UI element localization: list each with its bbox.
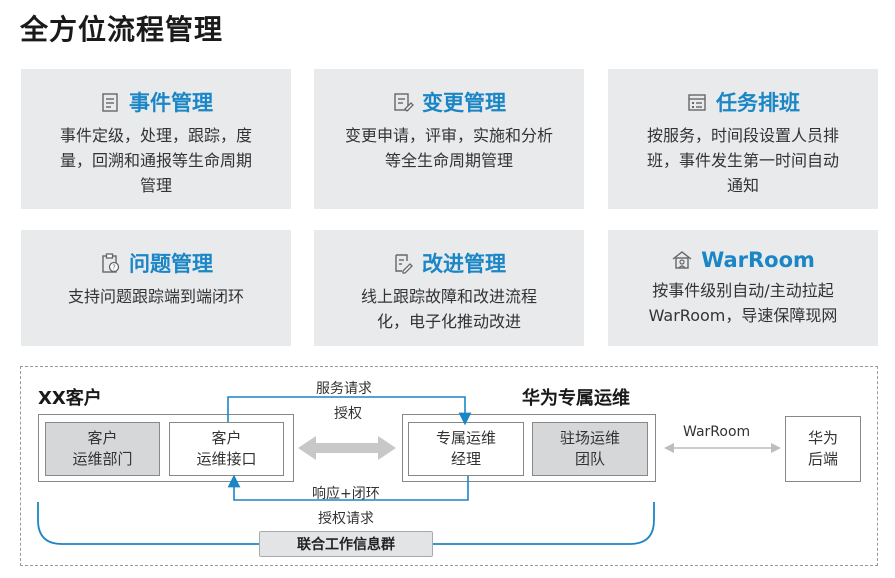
label-authorize: 授权 (334, 406, 362, 422)
node-customer-ops: 客户运维部门 (45, 422, 160, 476)
node-customer-interface: 客户运维接口 (169, 422, 284, 476)
card-problem-management: ? 问题管理 支持问题跟踪端到端闭环 (21, 230, 291, 346)
card-title: 任务排班 (716, 91, 800, 115)
svg-text:?: ? (112, 264, 116, 272)
document-list-icon (102, 93, 118, 112)
card-description: 事件定级，处理，跟踪，度量，回溯和通报等生命周期管理 (59, 126, 252, 195)
card-incident-management: 事件管理 事件定级，处理，跟踪，度量，回溯和通报等生命周期管理 (21, 69, 291, 209)
page-title: 全方位流程管理 (20, 13, 224, 46)
pencil-document-icon (395, 254, 413, 274)
node-onsite-team: 驻场运维团队 (532, 422, 648, 476)
card-change-management: 变更管理 变更申请，评审，实施和分析等全生命周期管理 (314, 69, 584, 209)
edit-document-icon (394, 93, 414, 112)
card-task-scheduling: 任务排班 按服务，时间段设置人员排班，事件发生第一时间自动通知 (608, 69, 878, 209)
card-title: 事件管理 (129, 91, 213, 115)
card-description: 变更申请，评审，实施和分析等全生命周期管理 (344, 126, 553, 170)
huawei-group-label: 华为专属运维 (522, 388, 630, 409)
process-diagram-frame (20, 366, 878, 566)
card-title: WarRoom (701, 248, 815, 272)
shared-work-group: 联合工作信息群 (259, 531, 433, 557)
warroom-house-icon (672, 251, 692, 269)
customer-group-label: XX客户 (38, 388, 102, 409)
node-dedicated-manager: 专属运维经理 (408, 422, 524, 476)
double-gray-arrow (298, 436, 396, 460)
label-response-close: 响应+闭环 (312, 486, 380, 502)
card-description: 支持问题跟踪端到端闭环 (67, 287, 244, 306)
label-warroom: WarRoom (683, 424, 751, 440)
card-title: 问题管理 (129, 252, 213, 276)
label-authorize-request: 授权请求 (318, 511, 374, 527)
card-description: 线上跟踪故障和改进流程化，电子化推动改进 (360, 287, 537, 331)
response-close-arrow (227, 474, 469, 501)
clipboard-question-icon: ? (102, 253, 120, 273)
card-title: 改进管理 (422, 252, 506, 276)
label-service-request: 服务请求 (316, 381, 372, 397)
node-huawei-backend: 华为后端 (785, 416, 861, 482)
schedule-icon (688, 94, 706, 111)
service-request-arrow (227, 396, 472, 426)
card-description: 按服务，时间段设置人员排班，事件发生第一时间自动通知 (646, 126, 839, 195)
card-improvement-management: 改进管理 线上跟踪故障和改进流程化，电子化推动改进 (314, 230, 584, 346)
card-title: 变更管理 (422, 91, 506, 115)
